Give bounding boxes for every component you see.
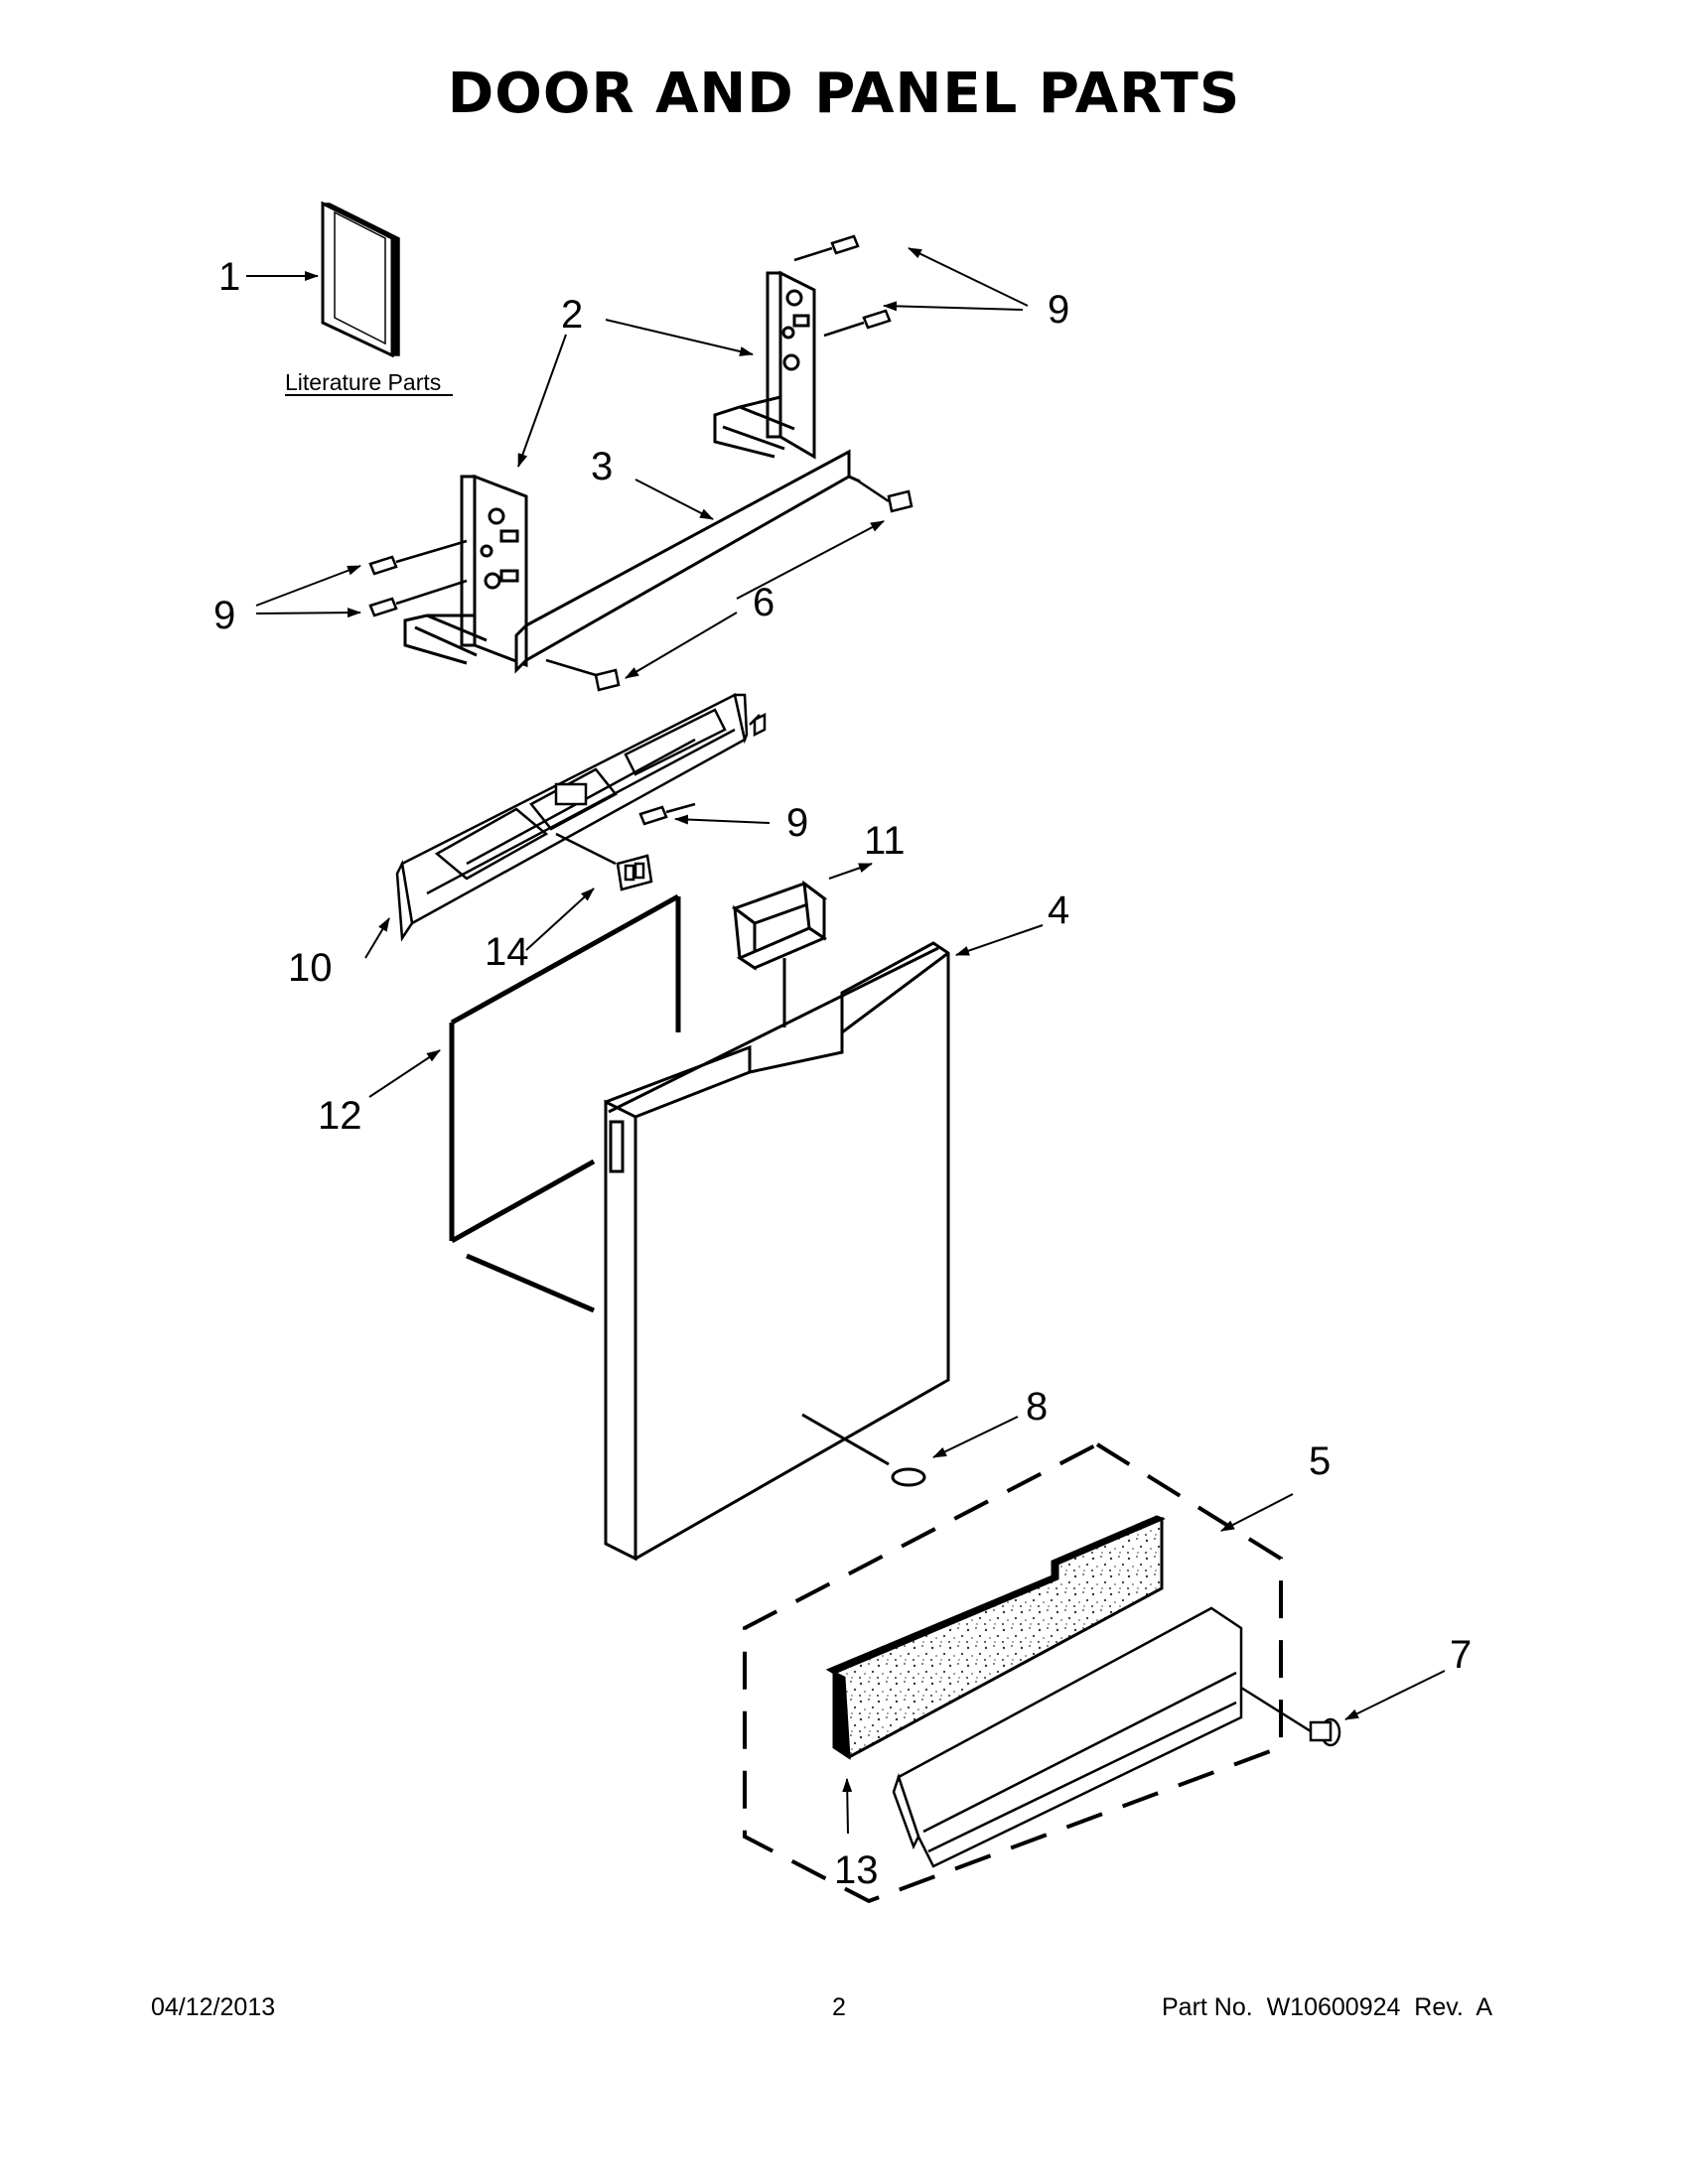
footer-date: 04/12/2013 xyxy=(151,1993,276,2021)
right-hinge-bracket xyxy=(713,270,816,460)
callout-4: 4 xyxy=(1048,888,1069,932)
literature-book xyxy=(321,201,400,358)
screw-icon xyxy=(793,234,892,338)
screw-icon xyxy=(638,802,696,826)
door-trim-bracket xyxy=(514,449,861,674)
outer-door-panel xyxy=(604,941,950,1562)
callout-2: 2 xyxy=(561,293,583,337)
callout-1: 1 xyxy=(218,255,240,299)
footer-part-number: Part No. W10600924 Rev. A xyxy=(1162,1993,1493,2021)
callout-13: 13 xyxy=(834,1848,879,1892)
control-clip xyxy=(555,832,653,891)
callout-9-left: 9 xyxy=(213,594,235,637)
callout-10: 10 xyxy=(288,946,333,990)
callout-5: 5 xyxy=(1309,1439,1331,1483)
screw-icon xyxy=(1240,1686,1341,1747)
screw-icon xyxy=(368,539,468,617)
screw-icon xyxy=(545,479,914,692)
page-title: DOOR AND PANEL PARTS xyxy=(447,62,1241,126)
literature-parts-label: Literature Parts xyxy=(285,369,441,395)
callout-leaders xyxy=(246,247,1446,1835)
callout-6: 6 xyxy=(753,581,774,624)
callout-3: 3 xyxy=(591,445,613,488)
toe-panel-kit-outline xyxy=(743,1441,1283,1904)
callout-12: 12 xyxy=(318,1094,362,1138)
door-badge xyxy=(801,1413,926,1487)
callout-14: 14 xyxy=(485,930,529,974)
toe-panel xyxy=(892,1606,1243,1868)
callout-7: 7 xyxy=(1450,1633,1472,1677)
door-gasket xyxy=(449,893,681,1313)
toe-panel-insulation xyxy=(825,1515,1166,1760)
footer-page-number: 2 xyxy=(832,1993,846,2021)
callout-8: 8 xyxy=(1026,1385,1048,1429)
callout-11: 11 xyxy=(864,819,906,863)
control-panel-assembly xyxy=(395,693,767,942)
callout-9-top: 9 xyxy=(1048,288,1069,332)
callout-9-center: 9 xyxy=(786,801,808,845)
door-handle xyxy=(731,880,828,1027)
left-hinge-bracket xyxy=(403,474,528,668)
